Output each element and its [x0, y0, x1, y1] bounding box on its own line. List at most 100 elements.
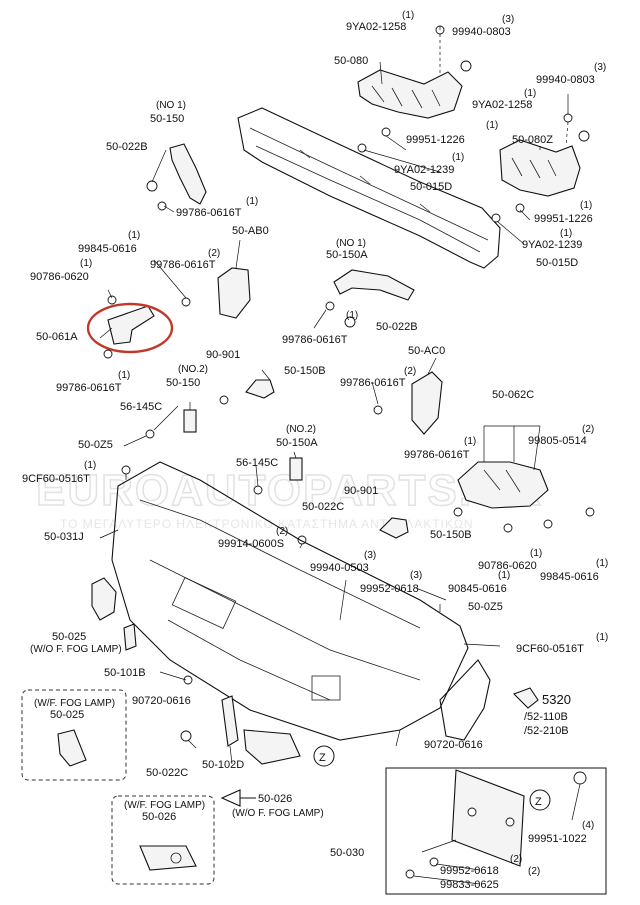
label-90-901-a: 90-901 [206, 349, 240, 361]
label-90720-0616-b: 90720-0616 [424, 739, 483, 751]
callout-z-b [529, 789, 551, 811]
qty-99940-0803-r: (3) [594, 62, 606, 73]
qty-99940-0503: (3) [364, 550, 376, 561]
grille-50-025 [91, 577, 117, 621]
bracket-50-061a [86, 295, 174, 359]
label-9cf60-0516t-b: 9CF60-0516T [516, 643, 584, 655]
qty-99786-0616t-e: (2) [404, 366, 416, 377]
qty-99951-1226-b: (1) [580, 200, 592, 211]
label-90-901-b: 90-901 [344, 485, 378, 497]
label-99952-0618-b: 99952-0618 [440, 865, 499, 877]
part-labels: (1) 9YA02-1258 (3) 99940-0803 50-080 (3)… [22, 10, 608, 891]
qty-9ya02-1239-a: (1) [452, 152, 464, 163]
label-99952-0618-a: 99952-0618 [360, 583, 419, 595]
qty-99786-0616t-a: (1) [246, 196, 258, 207]
label-50-150: 50-150 [150, 113, 184, 125]
qty-99845-0616-a: (1) [128, 230, 140, 241]
label-50-030: 50-030 [330, 847, 364, 859]
label-99833-0625: 99833-0625 [440, 879, 499, 891]
label-99786-0616t-e: 99786-0616T [340, 377, 406, 389]
label-50-150b-b: 50-150B [430, 529, 472, 541]
label-99940-0503: 99940-0503 [310, 562, 369, 574]
bracket-50-150-no1 [146, 143, 207, 211]
label-50-0z5-b: 50-0Z5 [468, 601, 503, 613]
label-50-031j: 50-031J [44, 531, 84, 543]
qty-99940-0803-top: (3) [502, 14, 514, 25]
qty-9ya02-1239-b: (1) [560, 228, 572, 239]
label-99786-0616t-b: 99786-0616T [150, 259, 216, 271]
box-wf-fog-a [21, 689, 127, 781]
label-99786-0616t-d: 99786-0616T [56, 382, 122, 394]
callout-z-a [313, 745, 335, 767]
label-50-150a-a: 50-150A [326, 249, 368, 261]
label-52-210b: /52-210B [524, 725, 569, 737]
label-50-015d-b: 50-015D [536, 257, 578, 269]
label-50-102d: 50-102D [202, 759, 244, 771]
watermark-main: EUROAUTOPARTS.GR [36, 466, 543, 515]
label-no2-a: (NO.2) [178, 364, 208, 375]
label-99845-0616-a: 99845-0616 [78, 243, 137, 255]
label-z-b: Z [535, 796, 542, 808]
label-wf-fog-a: (W/F. FOG LAMP) [34, 698, 115, 709]
label-99951-1226-a: 99951-1226 [406, 134, 465, 146]
trim-50-102d [221, 695, 239, 747]
label-56-145c-a: 56-145C [120, 401, 162, 413]
qty-99951-1226-a: (1) [486, 120, 498, 131]
qty-99952-0618-b: (2) [510, 854, 522, 865]
label-9ya02-1239-b: 9YA02-1239 [522, 239, 582, 251]
qty-9cf60-0516t-b: (1) [596, 632, 608, 643]
label-99786-0616t-c: 99786-0616T [282, 334, 348, 346]
label-wo-fog-a: (W/O F. FOG LAMP) [30, 644, 122, 655]
side-cover [439, 659, 491, 741]
label-50-015d-a: 50-015D [410, 181, 452, 193]
license-plate-box [385, 767, 607, 895]
label-wf-fog-b: (W/F. FOG LAMP) [124, 800, 205, 811]
label-50-022b-a: 50-022B [106, 141, 148, 153]
label-99786-0616t-a: 99786-0616T [176, 207, 242, 219]
qty-9ya02-1258-r: (1) [524, 88, 536, 99]
bracket-50-ac0 [373, 371, 443, 435]
label-9ya02-1258-r: 9YA02-1258 [472, 99, 532, 111]
clip-90-901-a [245, 379, 275, 399]
label-wo-fog-b: (W/O F. FOG LAMP) [232, 808, 324, 819]
label-52-110b: /52-110B [524, 711, 568, 723]
qty-99845-0616-b: (1) [596, 558, 608, 569]
label-no1-b: (NO 1) [336, 238, 366, 249]
label-99951-1226-b: 99951-1226 [534, 213, 593, 225]
qty-99786-0616t-b: (2) [208, 248, 220, 259]
label-z-a: Z [319, 752, 326, 764]
double-arrow [220, 789, 256, 807]
qty-99786-0616t-d: (1) [118, 370, 130, 381]
qty-99952-0618-a: (3) [410, 570, 422, 581]
label-50-025: 50-025 [52, 631, 86, 643]
label-no1-a: (NO 1) [156, 100, 186, 111]
label-90720-0616-a: 90720-0616 [132, 695, 191, 707]
label-50-150a-b: 50-150A [276, 437, 318, 449]
watermark-sub: ΤΟ ΜΕΓΑΛΥΤΕΡΟ ΗΛΕΚΤΡΟΝΙΚΟ ΚΑΤΑΣΤΗΜΑ ΑΝΤΑ… [60, 517, 474, 531]
clip-90-901-b [379, 517, 409, 539]
label-50-0z5-a: 50-0Z5 [78, 439, 113, 451]
bracket-50-150a-no1 [325, 269, 415, 328]
highlight-ring [86, 302, 174, 354]
label-5320: 5320 [542, 692, 571, 707]
label-99940-0803-top: 99940-0803 [452, 26, 511, 38]
label-50-080: 50-080 [334, 55, 368, 67]
grille-50-101b [123, 623, 137, 651]
label-50-101b: 50-101B [104, 667, 146, 679]
lead-lines [99, 26, 581, 885]
label-99786-0616t-f: 99786-0616T [404, 449, 470, 461]
bracket-50-062c [453, 425, 595, 533]
label-50-025-b: 50-025 [50, 709, 84, 721]
label-50-022b-b: 50-022B [376, 321, 418, 333]
label-50-022c-a: 50-022C [302, 501, 344, 513]
pointer-hand [513, 687, 539, 709]
label-99845-0616-b: 99845-0616 [540, 571, 599, 583]
qty-99786-0616t-f: (1) [464, 436, 476, 447]
label-90786-0620-a: 90786-0620 [30, 271, 89, 283]
plate-50-030 [451, 769, 525, 867]
label-99940-0803-r: 99940-0803 [536, 74, 595, 86]
qty-99805-0514: (2) [582, 424, 594, 435]
label-50-150-b: 50-150 [166, 377, 200, 389]
label-99951-1022: 99951-1022 [528, 833, 587, 845]
